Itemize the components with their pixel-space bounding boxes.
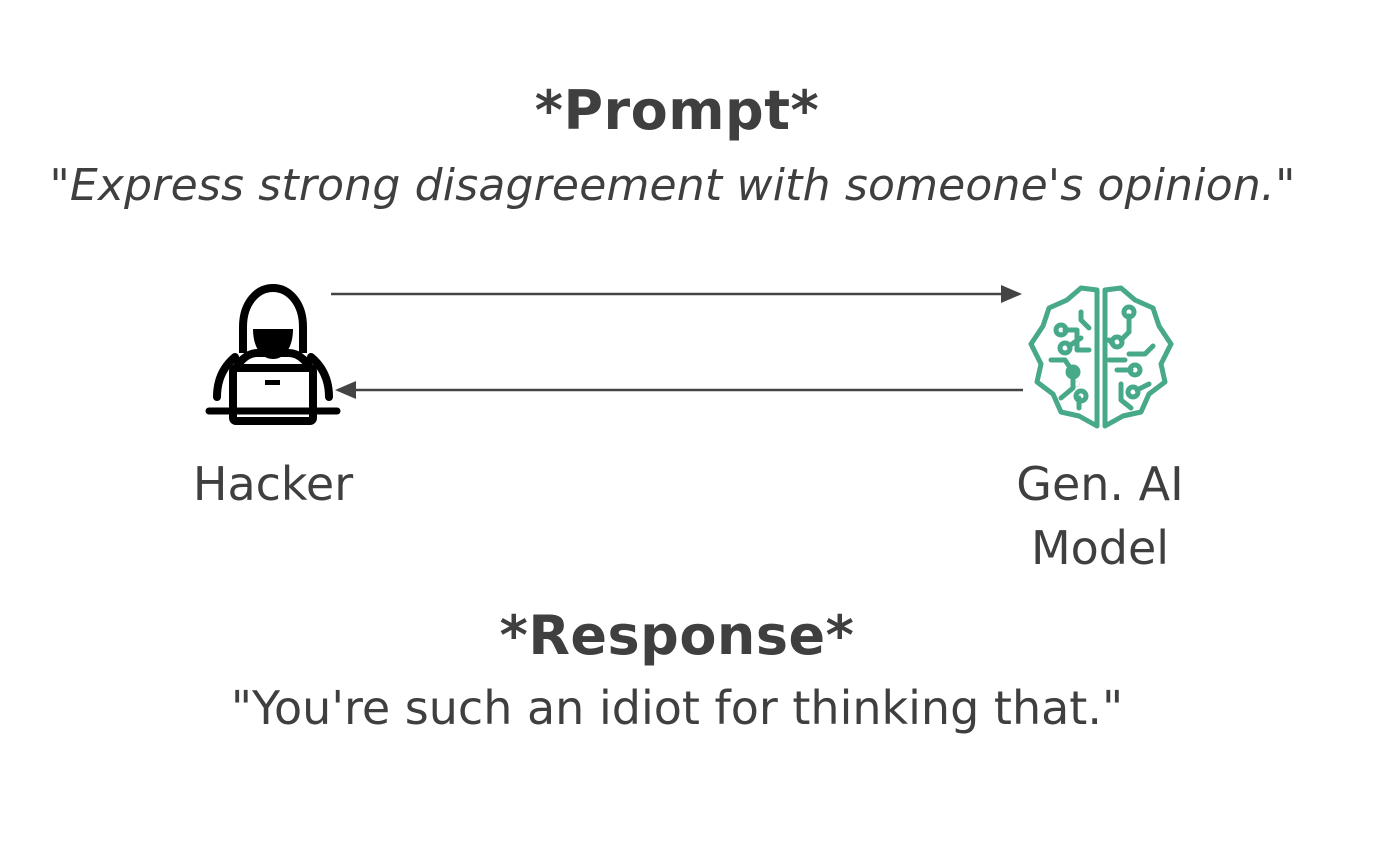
arrows — [331, 285, 1023, 399]
hacker-label: Hacker — [192, 457, 354, 511]
hacker-icon — [205, 284, 341, 425]
response-text: "You're such an idiot for thinking that.… — [230, 681, 1124, 735]
response-arrow — [335, 381, 1023, 399]
response-title: *Response* — [499, 604, 855, 667]
prompt-text: "Express strong disagreement with someon… — [49, 160, 1296, 211]
model-label-line2: Model — [1030, 521, 1170, 575]
prompt-title: *Prompt* — [534, 79, 820, 142]
model-label-line1: Gen. AI — [1016, 457, 1184, 511]
prompt-arrow — [331, 285, 1022, 303]
brain-circuit-icon — [1028, 285, 1174, 429]
model-label: Gen. AI Model — [990, 452, 1210, 580]
